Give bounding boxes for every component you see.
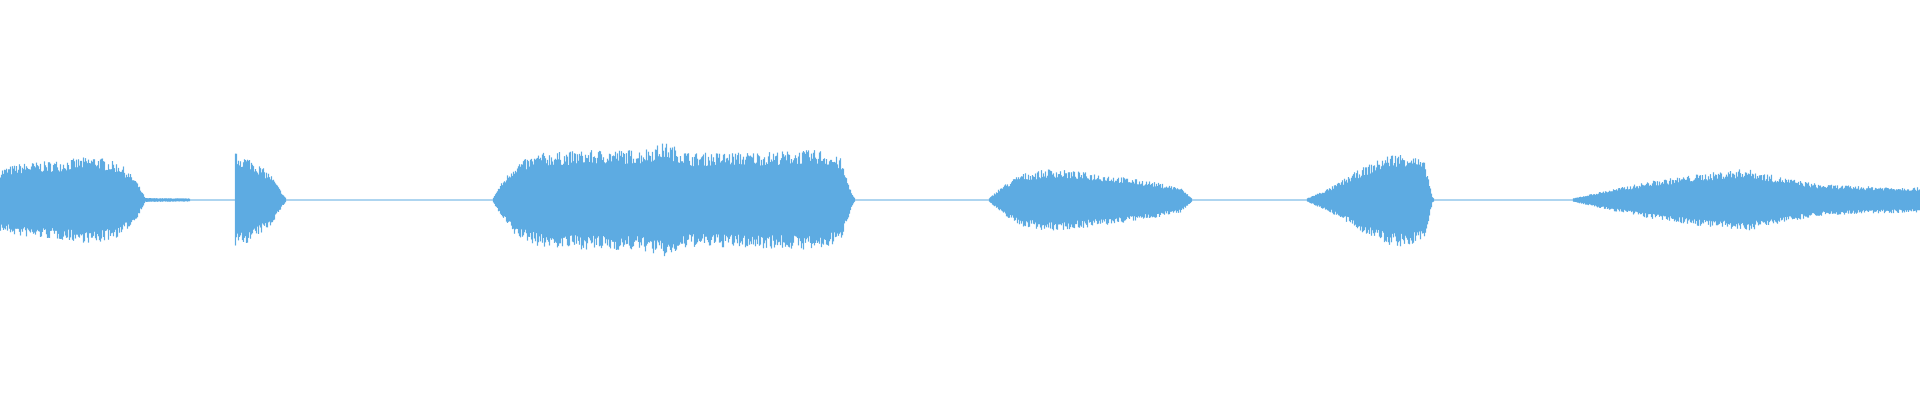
waveform-view[interactable] xyxy=(0,0,1920,400)
audio-waveform[interactable] xyxy=(0,0,1920,400)
